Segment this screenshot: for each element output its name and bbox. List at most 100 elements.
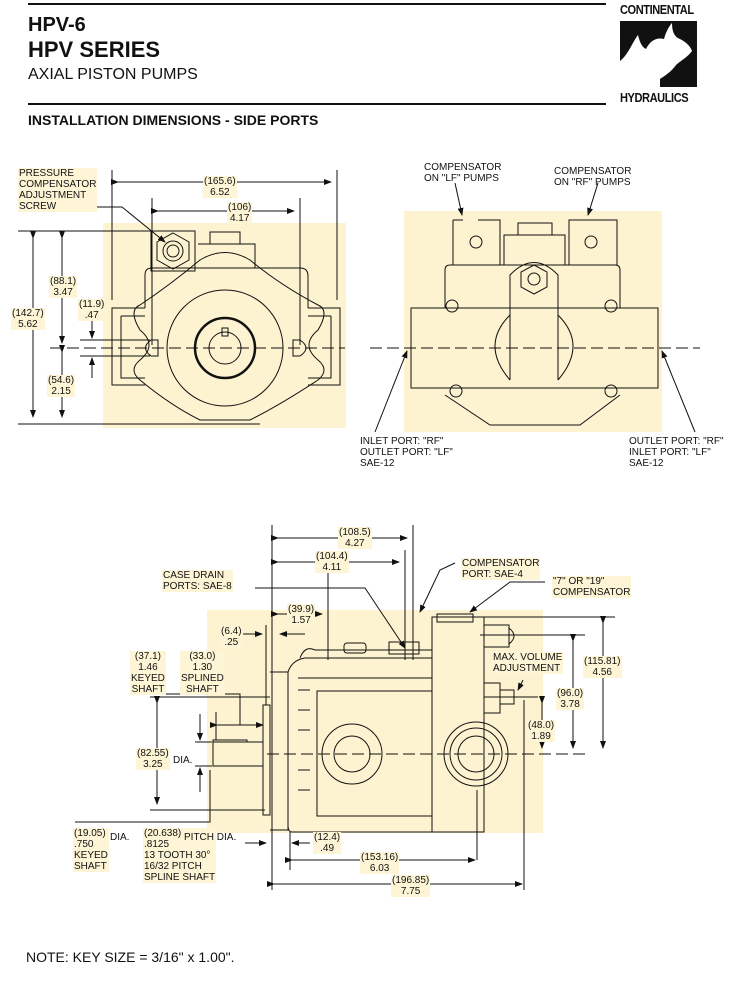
- pilot-diameter: (82.55) 3.25: [136, 748, 170, 770]
- front-view-dims: [18, 170, 345, 425]
- label-line: COMPENSATOR: [462, 558, 540, 569]
- dim-in: 1.46: [138, 662, 158, 673]
- dim-mm: (39.9): [288, 604, 315, 615]
- dim-in: 6.52: [210, 187, 230, 198]
- dim-mm: (165.6): [204, 176, 236, 187]
- dim-in: 1.57: [291, 615, 311, 626]
- label-line: ON "LF" PUMPS: [424, 173, 499, 184]
- front-view-highlight: [103, 223, 346, 428]
- callout-line: PRESSURE: [19, 168, 75, 179]
- key-size-note: NOTE: KEY SIZE = 3/16" x 1.00".: [26, 949, 235, 965]
- dim-mm: (33.0): [189, 651, 216, 662]
- label-line: INLET PORT: "RF": [360, 436, 444, 447]
- dim-mm: (11.9): [79, 299, 105, 310]
- model-title: HPV-6: [28, 14, 86, 36]
- header-top-rule: [28, 3, 606, 5]
- dim-in: 2.15: [51, 386, 71, 397]
- dim-196: (196.85) 7.75: [391, 875, 431, 897]
- front-view-pump: [111, 230, 341, 425]
- dim-mm: (96.0): [557, 688, 584, 699]
- label-line: ON "RF" PUMPS: [554, 177, 631, 188]
- port-right-label: OUTLET PORT: "RF" INLET PORT: "LF" SAE-1…: [629, 436, 724, 469]
- label-line: SHAFT: [186, 684, 219, 695]
- label-line: "7" OR "19": [553, 576, 605, 587]
- dim-mount-width: (106) 4.17: [227, 202, 253, 224]
- dim-in: 5.62: [18, 319, 38, 330]
- dim-153: (153.16) 6.03: [360, 852, 400, 874]
- logo-bottom-text: HYDRAULICS: [620, 90, 689, 105]
- logo: CONTINENTAL HYDRAULICS: [620, 2, 700, 107]
- dim-in: 4.17: [229, 213, 250, 224]
- dim-in: .25: [224, 637, 239, 648]
- dim-mm: (108.5): [339, 527, 371, 538]
- dim-mm: (115.81): [584, 656, 621, 667]
- rear-view-highlight: [404, 211, 662, 432]
- keyed-shaft-diameter: (19.05) .750 KEYED SHAFT: [73, 828, 109, 872]
- label-line: COMPENSATOR: [424, 162, 502, 173]
- dim-in: 3.47: [53, 287, 73, 298]
- dim-108: (108.5) 4.27: [338, 527, 372, 549]
- label-line: KEYED: [74, 850, 108, 861]
- label-line: SHAFT: [74, 861, 107, 872]
- dim-mm: (19.05): [74, 828, 106, 839]
- series-title: HPV SERIES: [28, 37, 161, 62]
- section-title: INSTALLATION DIMENSIONS - SIDE PORTS: [28, 112, 319, 128]
- label-line: COMPENSATOR: [553, 587, 631, 598]
- dim-total-height: (142.7) 5.62: [11, 308, 45, 330]
- dim-in: .47: [84, 310, 99, 321]
- dim-in: 3.25: [143, 759, 163, 770]
- dim-mm: (106): [228, 202, 252, 213]
- dim-in: 4.56: [592, 667, 612, 678]
- splined-shaft-length: (33.0) 1.30 SPLINED SHAFT: [180, 651, 225, 695]
- keyed-dia-suffix: DIA.: [110, 832, 130, 843]
- dim-lower-height: (54.6) 2.15: [47, 375, 76, 397]
- dim-mm: (153.16): [361, 852, 399, 863]
- dim-in: .750: [74, 839, 94, 850]
- label-line: PORTS: SAE-8: [163, 581, 232, 592]
- dim-mm: (37.1): [134, 651, 162, 662]
- dim-overall-width: (165.6) 6.52: [203, 176, 237, 198]
- dim-slot: (11.9) .47: [78, 299, 106, 321]
- logo-top-text: CONTINENTAL: [620, 2, 694, 17]
- dim-6: (6.4) .25: [220, 626, 243, 648]
- max-volume-label: MAX. VOLUME ADJUSTMENT: [492, 652, 564, 674]
- dim-in: 1.30: [192, 662, 213, 673]
- dim-mm: (54.6): [48, 375, 75, 386]
- compensator-rf-label: COMPENSATOR ON "RF" PUMPS: [554, 166, 631, 188]
- label-line: SHAFT: [131, 684, 165, 695]
- label-line: OUTLET PORT: "LF": [360, 447, 453, 458]
- label-line: OUTLET PORT: "RF": [629, 436, 724, 447]
- dim-mm: (6.4): [221, 626, 242, 637]
- callout-line: SCREW: [19, 201, 57, 212]
- dim-96: (96.0) 3.78: [556, 688, 585, 710]
- dim-mm: (82.55): [137, 748, 169, 759]
- dim-115: (115.81) 4.56: [583, 656, 622, 678]
- dim-mm: (12.4): [314, 832, 341, 843]
- dim-in: .49: [320, 843, 335, 854]
- dim-mm: (20.638): [144, 828, 182, 839]
- rear-view-pump: [370, 219, 700, 426]
- dim-mm: (142.7): [12, 308, 44, 319]
- spline-shaft-diameter: (20.638) .8125 13 TOOTH 30° 16/32 PITCH …: [143, 828, 217, 883]
- label-line: 13 TOOTH 30°: [144, 850, 211, 861]
- port-left-label: INLET PORT: "RF" OUTLET PORT: "LF" SAE-1…: [360, 436, 453, 469]
- compensator-lf-label: COMPENSATOR ON "LF" PUMPS: [424, 162, 501, 184]
- dim-in: 3.78: [560, 699, 580, 710]
- label-line: SPLINED: [181, 673, 224, 684]
- dim-in: 4.27: [345, 538, 365, 549]
- header-bottom-rule: [28, 103, 606, 105]
- dim-39: (39.9) 1.57: [287, 604, 316, 626]
- subtitle: AXIAL PISTON PUMPS: [28, 66, 198, 83]
- rhino-icon: [620, 21, 697, 87]
- label-line: ADJUSTMENT: [493, 663, 561, 674]
- pressure-compensator-callout: PRESSURE COMPENSATOR ADJUSTMENT SCREW: [18, 168, 98, 212]
- label-line: INLET PORT: "LF": [629, 447, 711, 458]
- label-line: SPLINE SHAFT: [144, 872, 216, 883]
- dim-mm: (196.85): [392, 875, 430, 886]
- side-view-pump: [212, 613, 585, 833]
- dim-mm: (104.4): [316, 551, 348, 562]
- label-line: 16/32 PITCH: [144, 861, 202, 872]
- callout-line: COMPENSATOR: [19, 179, 97, 190]
- dim-in: 4.11: [322, 562, 342, 573]
